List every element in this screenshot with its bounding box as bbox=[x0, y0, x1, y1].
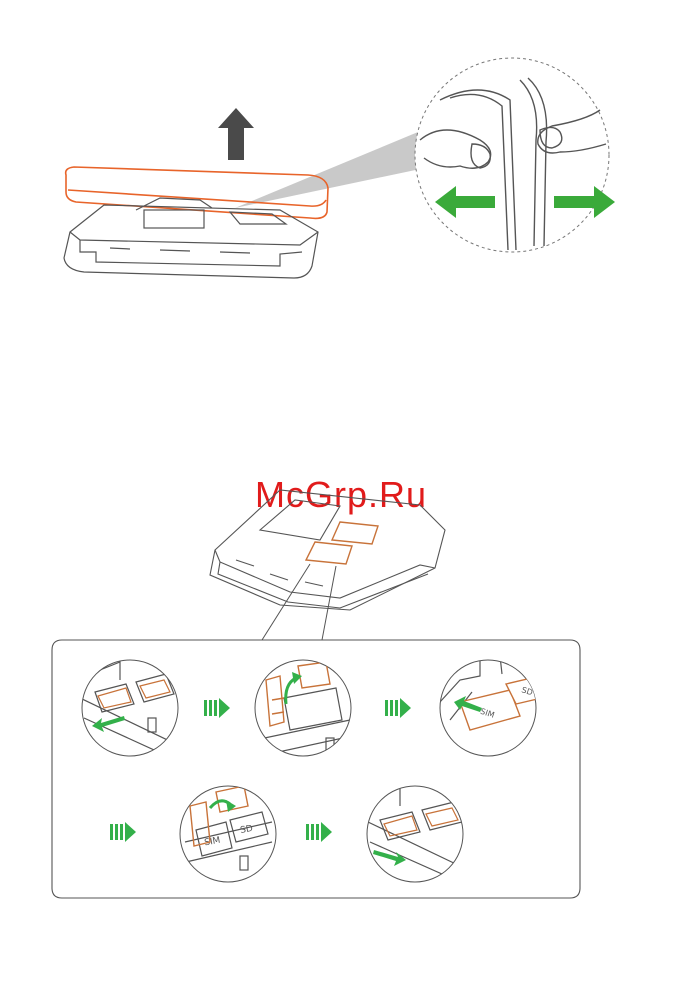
device-base bbox=[64, 198, 318, 278]
zoom-detail bbox=[415, 58, 615, 252]
step-2-open-tray bbox=[255, 660, 352, 756]
step-4-close-tray: SIM SD bbox=[180, 786, 276, 882]
up-arrow-icon bbox=[218, 108, 254, 160]
insert-cards-illustration: SIM SD SIM SD bbox=[40, 470, 640, 910]
remove-cover-illustration bbox=[40, 40, 640, 285]
zoom-cone bbox=[235, 132, 425, 208]
device-tray-overview bbox=[306, 522, 378, 564]
step-5-lock-tray bbox=[367, 786, 463, 882]
device-open-overview bbox=[210, 490, 445, 610]
